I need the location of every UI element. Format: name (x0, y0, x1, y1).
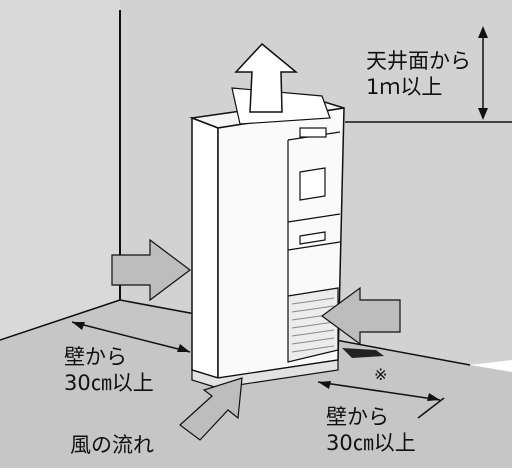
ceiling-arrow-head-bottom (478, 108, 488, 120)
left-distance-arrow (71, 321, 191, 353)
left-wall-clearance-label: 壁から 30㎝以上 (64, 344, 154, 396)
left-wall (0, 0, 120, 340)
note-mark-text: ※ (374, 365, 388, 384)
air-purifier-unit (189, 87, 384, 389)
airflow-label: 風の流れ (70, 432, 154, 458)
right-wall-clearance-label: 壁から 30㎝以上 (326, 404, 416, 456)
note-mark: ※ (374, 362, 387, 388)
floor-object (342, 348, 384, 358)
panel-line-4 (287, 241, 341, 251)
airflow-text: 風の流れ (70, 433, 154, 457)
ceiling-arrow-head-top (478, 26, 488, 38)
panel-line-3 (287, 213, 341, 223)
left-wall-label-line2: 30㎝以上 (64, 371, 154, 395)
left-wall-label-line1: 壁から (64, 345, 127, 369)
unit-base (191, 359, 339, 389)
right-wall-label-line1: 壁から (326, 405, 389, 429)
lower-handle (299, 231, 326, 245)
right-distance-arrow (317, 381, 441, 401)
ceiling-label-line1: 天井面から (366, 49, 471, 73)
floor (0, 300, 512, 468)
top-handle (299, 127, 327, 138)
right-wall-marker (417, 397, 445, 419)
right-distance-head-1 (318, 381, 331, 389)
left-distance-head-2 (177, 344, 190, 352)
left-distance-head-1 (72, 322, 85, 330)
front-display (299, 167, 326, 201)
ceiling-label-line2: 1ｍ以上 (366, 75, 443, 99)
right-distance-head-2 (427, 393, 440, 401)
right-wall-label-line2: 30㎝以上 (326, 431, 416, 455)
arrow-left-intake (111, 238, 191, 302)
ceiling-clearance-label: 天井面から 1ｍ以上 (366, 48, 471, 100)
arrow-right-intake (320, 286, 401, 346)
unit-front (191, 116, 219, 380)
grille-pattern (291, 297, 335, 353)
arrow-up-outlet (234, 42, 299, 113)
arrow-bottom-intake (179, 377, 243, 441)
floor-edge-left (0, 299, 121, 341)
